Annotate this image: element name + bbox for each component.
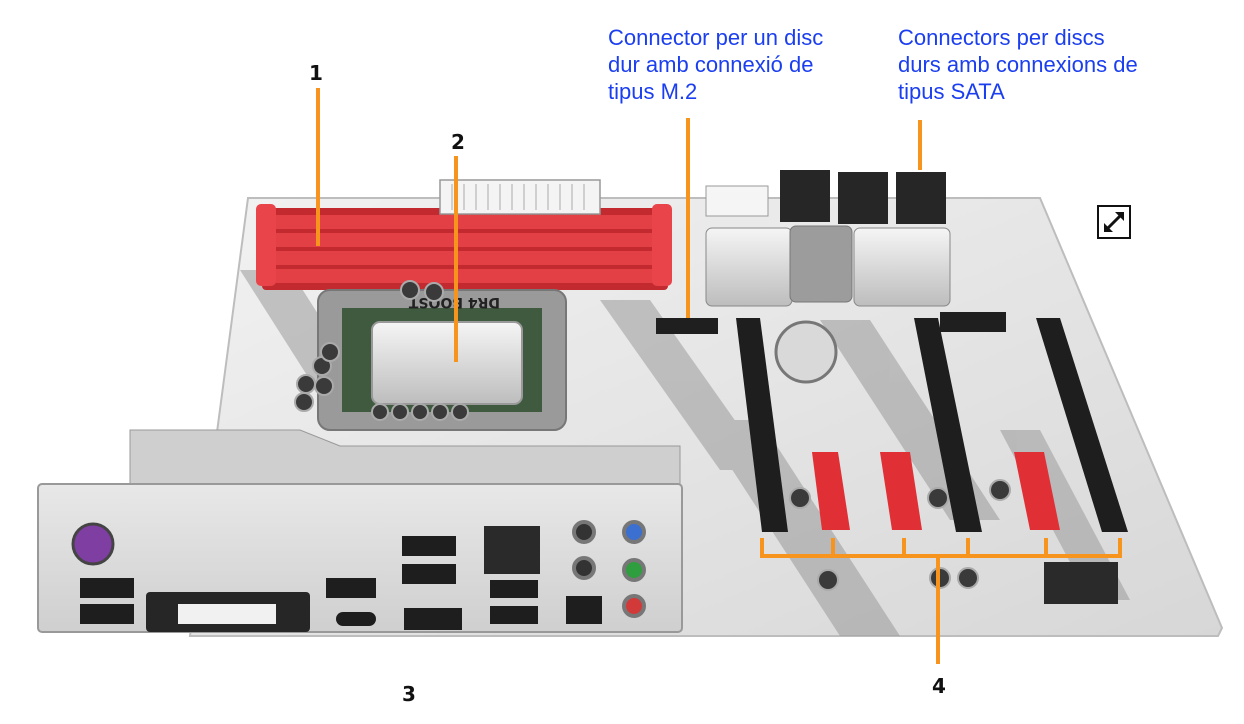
hdmi-port: [404, 608, 462, 630]
sata-port-2: [838, 172, 888, 224]
ps2-port: [71, 522, 115, 566]
expand-arrows-icon[interactable]: [1097, 205, 1131, 239]
usb-port: [80, 604, 134, 624]
audio-jack-black: [572, 520, 596, 544]
pcie-x16-slot-2: [914, 318, 982, 532]
sata-port-1: [780, 170, 830, 222]
label-1: 1: [309, 61, 323, 85]
audio-jack-pink: [622, 594, 646, 618]
sata-port-3: [896, 172, 946, 224]
usb-port: [490, 606, 538, 624]
ram-slots: [256, 204, 672, 290]
pcie-x1-slot-3: [1014, 452, 1060, 530]
cmos-battery: [774, 320, 838, 384]
callout-m2-line: tipus M.2: [608, 79, 698, 104]
audio-jack-blue: [622, 520, 646, 544]
vrm-heatsink-right: [853, 227, 951, 307]
usb-port: [402, 536, 456, 556]
optical-audio-port: [566, 596, 602, 624]
callout-m2: Connector per un disc dur amb connexió d…: [608, 24, 823, 105]
usb-port: [326, 578, 376, 598]
callout-sata-line: durs amb connexions de: [898, 52, 1138, 77]
expand-arrows-glyph: [1104, 212, 1124, 232]
usb-c-port: [336, 612, 376, 626]
usb-port: [80, 578, 134, 598]
callout-sata-line: tipus SATA: [898, 79, 1005, 104]
callout-m2-line: dur amb connexió de: [608, 52, 814, 77]
usb-port: [490, 580, 538, 598]
callout-sata: Connectors per discs durs amb connexions…: [898, 24, 1138, 105]
pcie-x1-slot-1: [812, 452, 850, 530]
atx-power-connector: [439, 179, 601, 215]
label-4: 4: [932, 674, 946, 698]
leader-lines: [316, 88, 1122, 664]
label-3: 3: [402, 682, 416, 706]
pcie-x16-slot-1: [736, 318, 788, 532]
chipset: [1044, 562, 1118, 604]
callout-m2-line: Connector per un disc: [608, 25, 824, 50]
cpu-chip: [371, 321, 523, 405]
vrm-heatsink-mid: [789, 225, 853, 303]
audio-jack-green: [622, 558, 646, 582]
callout-sata-line: Connectors per discs: [898, 25, 1105, 50]
vrm-heatsink-left: [705, 227, 793, 307]
audio-jack-black: [572, 556, 596, 580]
capacitors: [294, 280, 1011, 591]
pcie-x1-slot-2: [880, 452, 922, 530]
ethernet-port: [484, 526, 540, 574]
label-2: 2: [451, 130, 465, 154]
pcie-x16-slot-3: [1036, 318, 1128, 532]
m2-slot: [656, 318, 718, 334]
usb-port: [402, 564, 456, 584]
